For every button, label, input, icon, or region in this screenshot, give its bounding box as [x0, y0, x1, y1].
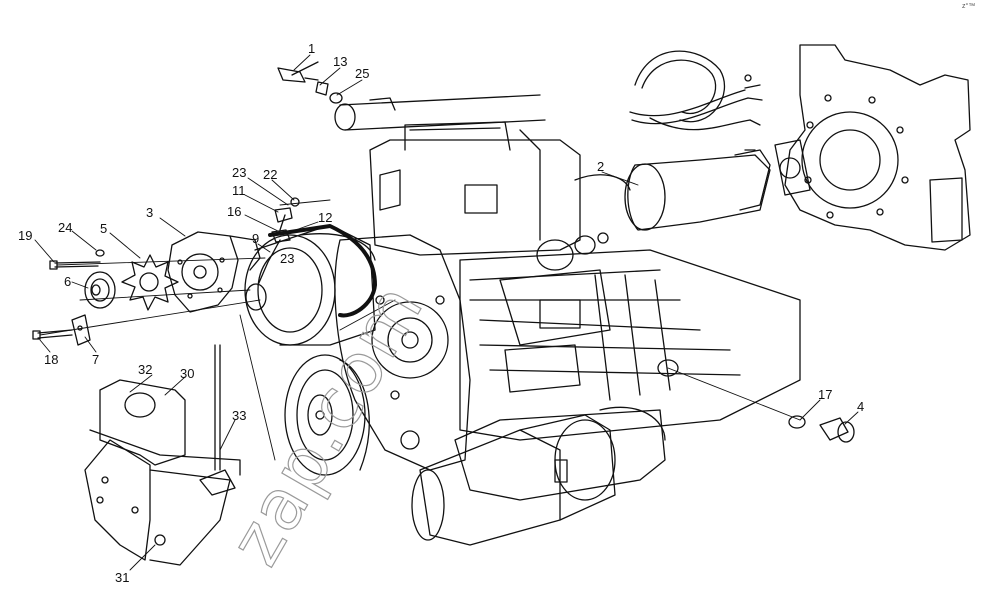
callout-23-top: 23 [232, 165, 246, 180]
callout-17: 17 [818, 387, 832, 402]
callout-5: 5 [100, 221, 107, 236]
callout-23-bottom: 23 [280, 251, 294, 266]
callout-31: 31 [115, 570, 129, 585]
callout-6: 6 [64, 274, 71, 289]
callout-16: 16 [227, 204, 241, 219]
hose-assembly [629, 50, 763, 131]
callout-3: 3 [146, 205, 153, 220]
callout-19: 19 [18, 228, 32, 243]
callout-22: 22 [263, 167, 277, 182]
callout-30: 30 [180, 366, 194, 381]
engine-block [334, 121, 801, 501]
callout-1: 1 [308, 41, 315, 56]
callout-18: 18 [44, 352, 58, 367]
pipe [334, 94, 546, 131]
callout-9: 9 [252, 231, 259, 246]
sensor-parts [657, 359, 855, 443]
sender-fittings [277, 61, 343, 104]
callout-2: 2 [597, 159, 604, 174]
corner-mark: z°™ [962, 2, 975, 10]
callout-25: 25 [355, 66, 369, 81]
callout-4: 4 [857, 399, 864, 414]
callout-12: 12 [318, 210, 332, 225]
alignment-lines [39, 199, 801, 461]
callout-labels: 1 13 25 2 23 22 11 16 12 9 23 3 24 5 19 … [18, 41, 864, 585]
callout-13: 13 [333, 54, 347, 69]
starter-motor-bottom [411, 406, 666, 546]
crank-pulley [284, 354, 370, 476]
fittings-top [271, 197, 300, 243]
callout-24: 24 [58, 220, 72, 235]
leader-lines [34, 54, 859, 571]
callout-32: 32 [138, 362, 152, 377]
callout-7: 7 [92, 352, 99, 367]
callout-33: 33 [232, 408, 246, 423]
starter-motor-top [624, 149, 771, 231]
fan-assembly [32, 231, 261, 346]
callout-11: 11 [232, 183, 246, 198]
flywheel-housing [774, 44, 971, 251]
watermark: zap.com [213, 269, 440, 580]
watermark-text: zap.com [214, 269, 440, 578]
